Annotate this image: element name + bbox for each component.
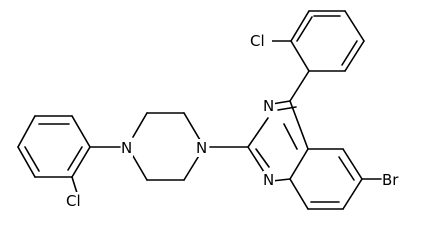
quinazoline-core [209, 100, 382, 210]
piperazine-nitrogen-right: N [196, 139, 207, 157]
molecule-structure: Cl N N N N Br Cl [17, 10, 406, 210]
nitrogen-label-n3: N [263, 97, 274, 115]
bromine-label: Br [382, 171, 399, 189]
piperazine-ring [89, 112, 201, 181]
piperazine-nitrogen-left: N [121, 139, 132, 157]
nitrogen-label-n1: N [263, 171, 274, 189]
atom-labels: Cl N N N N Br Cl [66, 32, 406, 210]
chlorine-label-bottom: Cl [66, 192, 81, 210]
top-chlorophenyl-ring [269, 10, 365, 102]
chlorine-label-top: Cl [250, 32, 265, 50]
bottom-chlorophenyl-ring [17, 115, 91, 194]
